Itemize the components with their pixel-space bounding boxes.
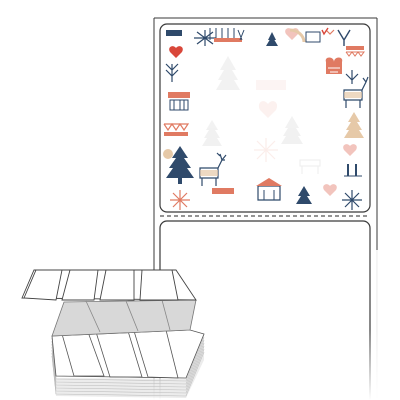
snowflake-icon (170, 190, 190, 210)
knit-stripe-icon (163, 122, 190, 132)
printed-label (159, 23, 371, 213)
heart-icon (169, 46, 183, 58)
house-icon (256, 178, 282, 201)
fanfold-stack (21, 269, 205, 398)
sprig-icon (165, 63, 179, 82)
pine-tree-icon (166, 146, 194, 178)
nordic-pattern (163, 27, 369, 210)
